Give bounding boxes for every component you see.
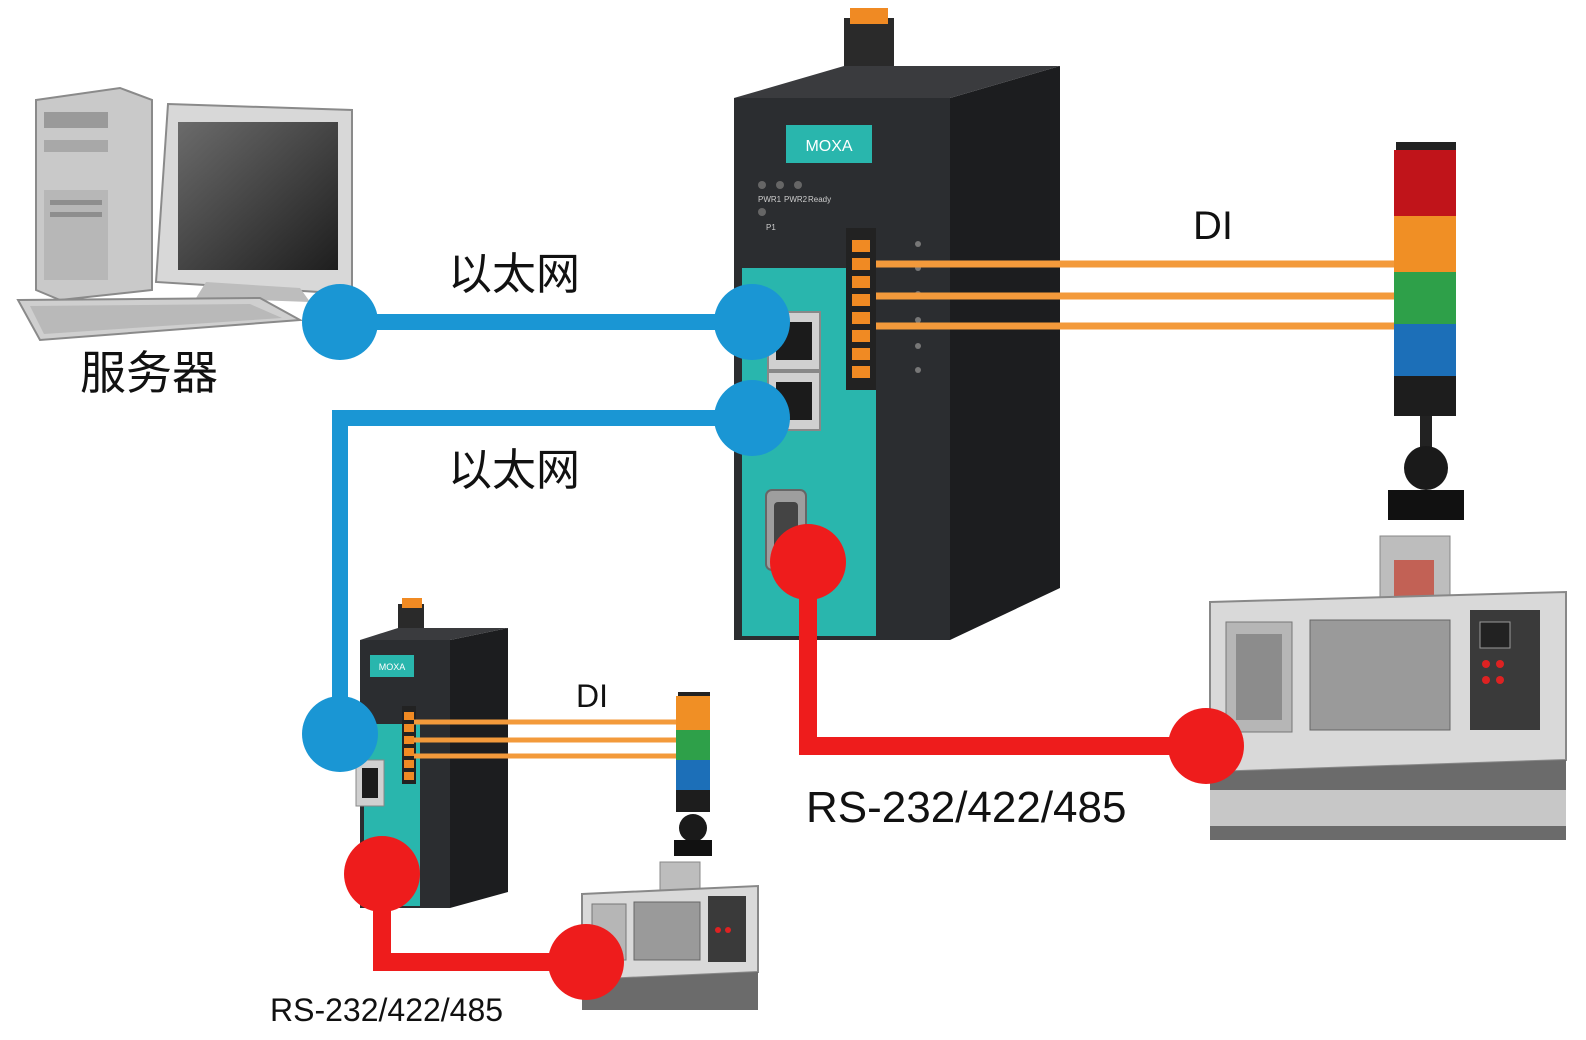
ethernet-label-bottom: 以太网	[448, 446, 580, 495]
di-label-large: DI	[1193, 204, 1233, 248]
di-wires-small	[414, 719, 676, 759]
cnc-machine-large	[1209, 535, 1567, 840]
ethernet-node-port2	[714, 380, 790, 456]
serial-node-small-cnc	[548, 924, 624, 1000]
led-label-p1: P1	[766, 223, 776, 232]
brand-logo-small: MOXA	[379, 662, 406, 672]
serial-label-small: RS-232/422/485	[270, 992, 504, 1028]
ethernet-label-top: 以太网	[448, 250, 580, 299]
serial-links	[344, 524, 1244, 1000]
ethernet-node-port1	[714, 284, 790, 360]
signal-tower-small	[674, 692, 712, 856]
serial-node-small-device	[344, 836, 420, 912]
server-label: 服务器	[80, 347, 218, 399]
brand-logo: MOXA	[805, 138, 852, 155]
di-label-small: DI	[576, 678, 608, 714]
serial-node-large-cnc	[1168, 708, 1244, 784]
led-label-ready: Ready	[808, 195, 831, 204]
ethernet-links	[302, 284, 790, 772]
led-label-pwr2: PWR2	[784, 195, 808, 204]
ethernet-node-small-device	[302, 696, 378, 772]
serial-node-large-device	[770, 524, 846, 600]
serial-label-large: RS-232/422/485	[806, 783, 1127, 832]
led-label-pwr1: PWR1	[758, 195, 782, 204]
di-wires-large	[876, 260, 1394, 330]
server-computer	[16, 86, 353, 342]
signal-tower-large	[1388, 142, 1464, 520]
ethernet-node-server	[302, 284, 378, 360]
